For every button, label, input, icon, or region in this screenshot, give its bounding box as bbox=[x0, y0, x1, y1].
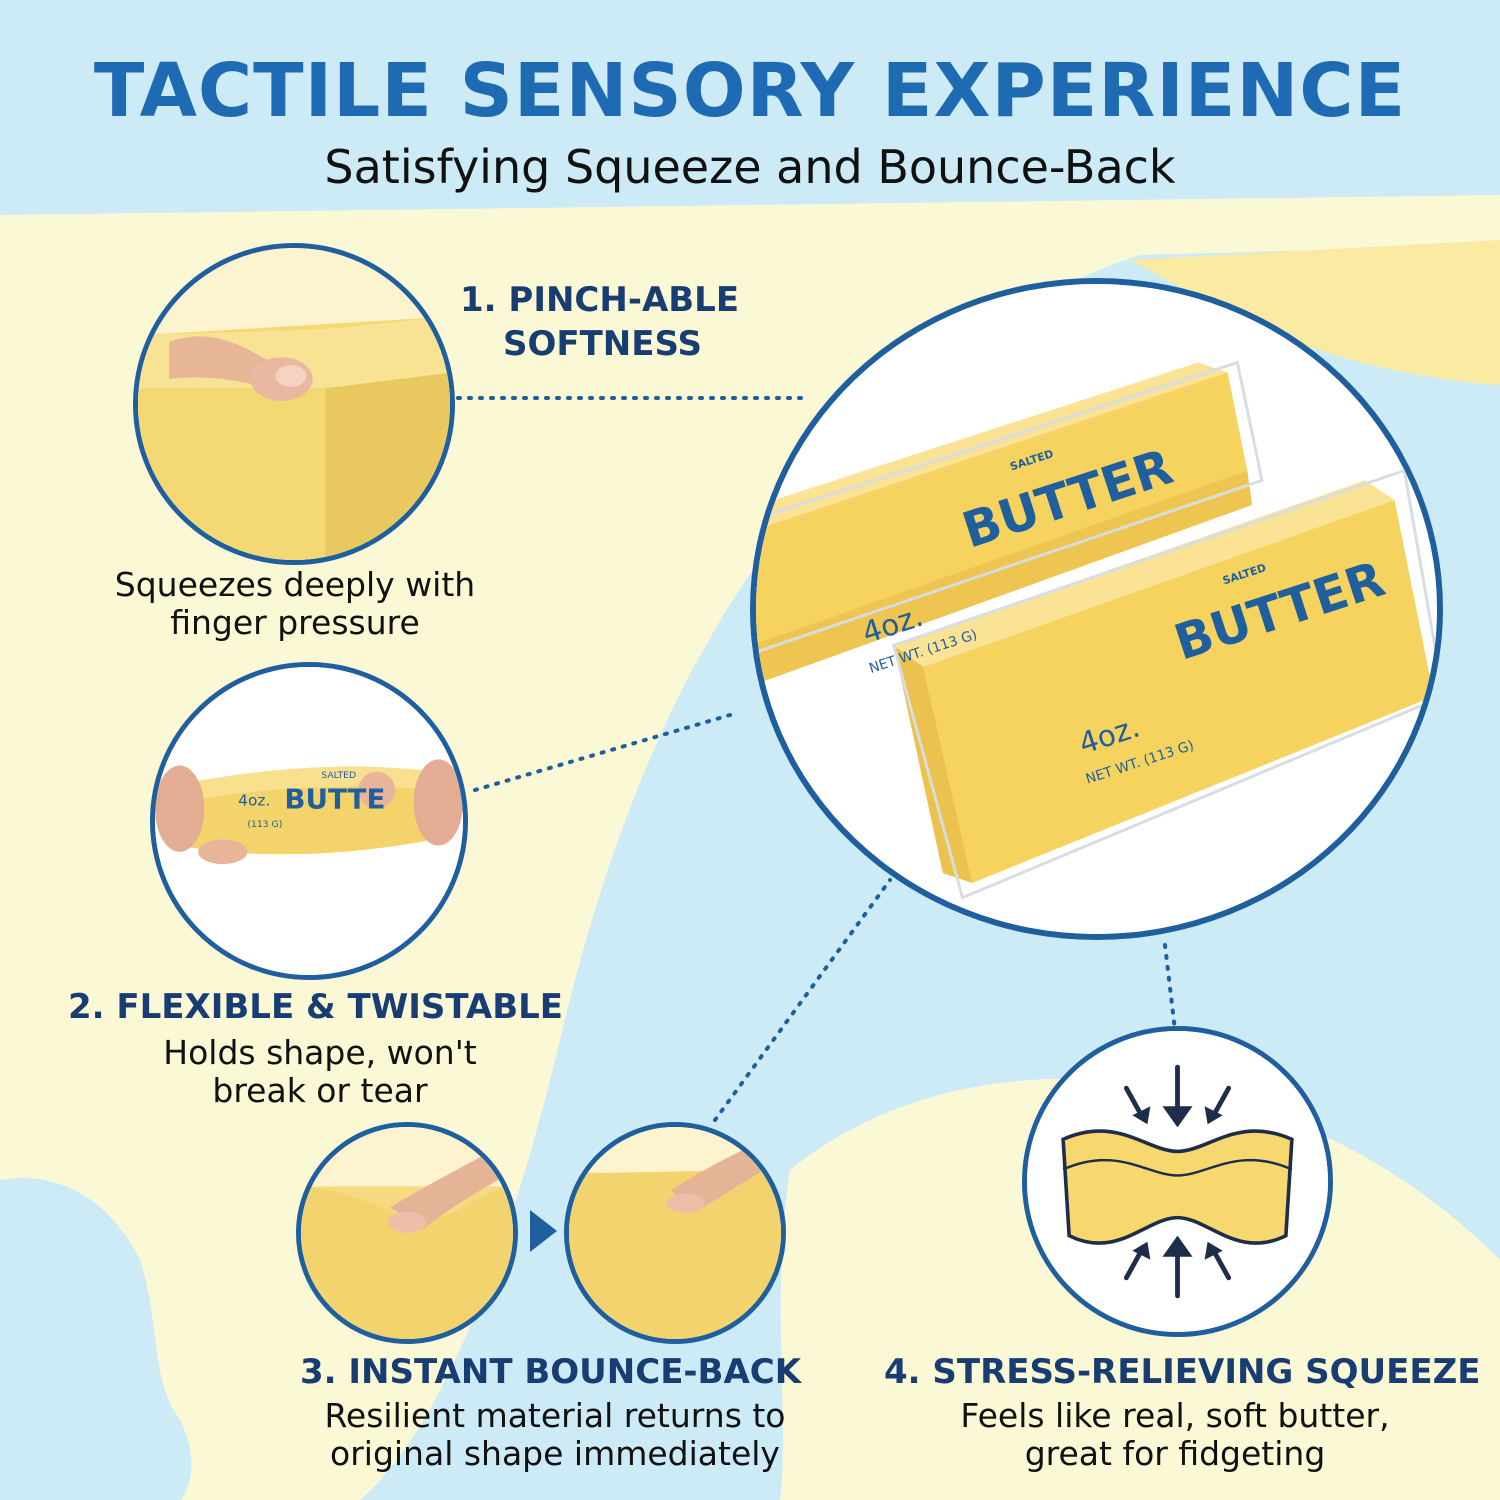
feature-4-heading: 4. STRESS-RELIEVING SQUEEZE bbox=[884, 1352, 1481, 1392]
feature-1-heading-line2: SOFTNESS bbox=[503, 324, 702, 364]
feature-3-desc-line1: Resilient material returns to bbox=[324, 1396, 786, 1435]
feature-4-desc-line1: Feels like real, soft butter, bbox=[960, 1396, 1390, 1435]
squeeze-diagram-circle bbox=[1022, 1026, 1333, 1337]
feature-1-description: Squeezes deeply with finger pressure bbox=[100, 566, 490, 642]
feature-3-desc-line2: original shape immediately bbox=[330, 1434, 780, 1473]
feature-4-desc-line2: great for fidgeting bbox=[1024, 1434, 1326, 1473]
feature-2-desc-line2: break or tear bbox=[212, 1071, 428, 1110]
bounce-before-circle bbox=[296, 1122, 518, 1344]
feature-2-desc-line1: Holds shape, won't bbox=[163, 1033, 477, 1072]
page-title: TACTILE SENSORY EXPERIENCE bbox=[93, 48, 1407, 134]
bounce-after-circle bbox=[564, 1122, 786, 1344]
flex-photo-circle: SALTED BUTTE 4oz. (113 G) bbox=[150, 662, 468, 980]
small-brand-text: BUTTE bbox=[284, 783, 385, 816]
squeeze-butter-icon bbox=[1061, 1129, 1294, 1245]
up-arrows-icon bbox=[1123, 1235, 1232, 1299]
feature-3-heading: 3. INSTANT BOUNCE-BACK bbox=[300, 1352, 802, 1392]
small-salted-text: SALTED bbox=[321, 770, 356, 781]
feature-1-heading-line1: 1. PINCH-ABLE bbox=[460, 280, 740, 320]
pinch-photo-circle bbox=[133, 243, 455, 565]
butter-stick-front bbox=[891, 468, 1437, 900]
small-weight-text: 4oz. bbox=[238, 792, 270, 810]
feature-1-desc-line1: Squeezes deeply with bbox=[114, 565, 476, 604]
butter-stick-back bbox=[756, 360, 1264, 685]
small-net-text: (113 G) bbox=[247, 819, 282, 830]
feature-1-heading: 1. PINCH-ABLE SOFTNESS bbox=[460, 278, 739, 366]
product-photo-circle: SALTED BUTTER 4oz. NET WT. (113 G) SALTE… bbox=[750, 278, 1443, 940]
feature-1-desc-line2: finger pressure bbox=[170, 603, 420, 642]
feature-4-description: Feels like real, soft butter, great for … bbox=[905, 1397, 1445, 1473]
page-subtitle: Satisfying Squeeze and Bounce-Back bbox=[324, 140, 1176, 194]
feature-2-heading: 2. FLEXIBLE & TWISTABLE bbox=[68, 987, 564, 1027]
down-arrows-icon bbox=[1123, 1064, 1232, 1128]
feature-2-description: Holds shape, won't break or tear bbox=[110, 1034, 530, 1110]
feature-3-description: Resilient material returns to original s… bbox=[285, 1397, 825, 1473]
